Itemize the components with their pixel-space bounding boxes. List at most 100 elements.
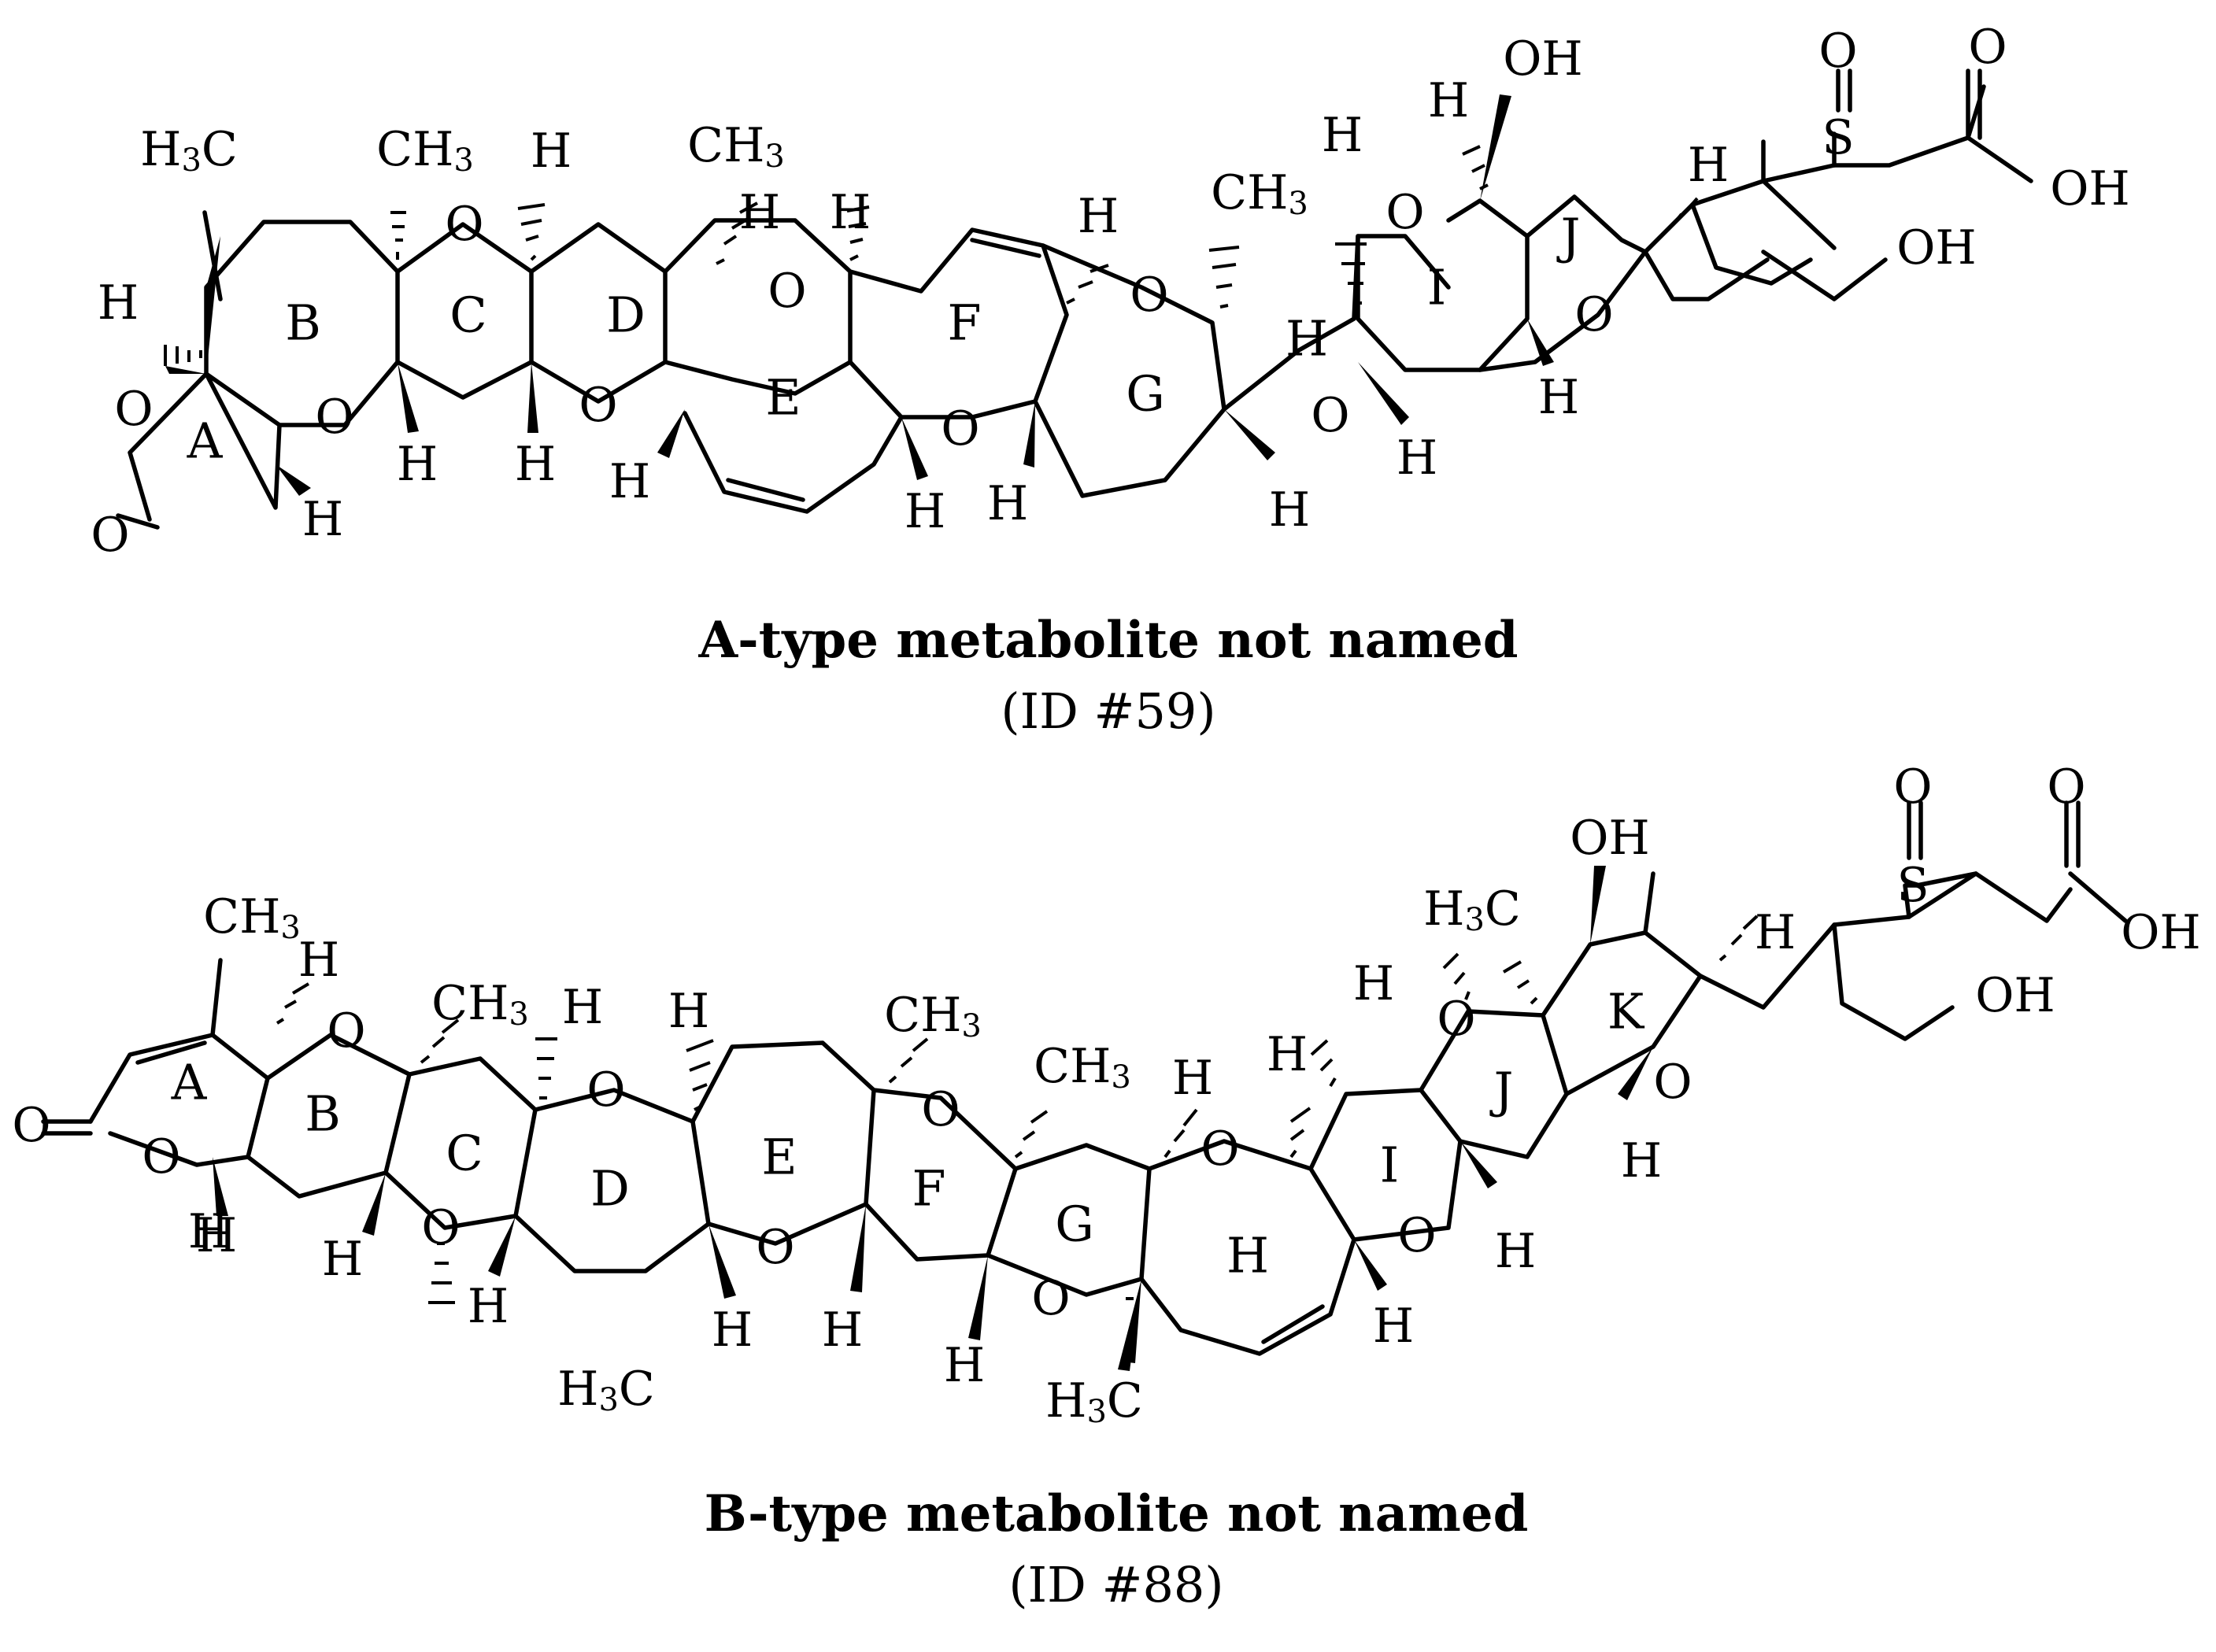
atom-h: H <box>562 980 603 1035</box>
ring-label: H <box>1226 1227 1269 1284</box>
ring-label: J <box>1556 208 1581 265</box>
stereo-wedge <box>165 366 206 374</box>
stereo-wedge <box>1460 1141 1497 1188</box>
bond <box>1356 198 1530 372</box>
atom-oh: OH <box>1503 31 1583 87</box>
bond <box>1419 1009 1569 1159</box>
atom-h: H <box>944 1338 985 1393</box>
bond <box>663 218 853 396</box>
atom-o: O <box>1574 287 1613 342</box>
stereo-wedge <box>901 417 928 480</box>
bond <box>683 411 904 514</box>
ring-label: E <box>761 1129 797 1186</box>
stereo-wedge <box>1118 1279 1141 1371</box>
atom-h: H <box>1373 1299 1414 1354</box>
bond <box>1525 194 1648 254</box>
atom-o: O <box>1031 1271 1070 1326</box>
atom-h: H <box>1172 1051 1213 1106</box>
bond <box>970 238 1041 258</box>
ring-label: I <box>1427 259 1447 316</box>
stereo-wedge <box>657 409 685 458</box>
atom-o: O <box>142 1129 180 1184</box>
atom-h: H <box>822 1303 863 1358</box>
stereo-hash <box>276 915 1759 1304</box>
bond <box>726 478 805 502</box>
ring-label: A <box>171 1054 208 1111</box>
bond <box>395 222 534 400</box>
stereo-wedge <box>206 236 220 374</box>
atom-o: O <box>941 401 979 456</box>
stereo-wedge <box>1354 1240 1387 1291</box>
atom-o: O <box>1818 24 1857 79</box>
structure-id: (ID #88) <box>1008 1556 1223 1613</box>
stereo-wedge <box>1358 362 1409 425</box>
ring-label: C <box>449 286 486 344</box>
ring-label: D <box>590 1160 630 1218</box>
atom-o: O <box>315 390 353 445</box>
atom-ch3: CH3 <box>1034 1039 1131 1096</box>
atom-h: H <box>322 1232 363 1287</box>
atom-s: S <box>1896 858 1929 913</box>
atom-h: H <box>1495 1224 1536 1279</box>
atom-h: H <box>739 185 780 240</box>
bond <box>246 1033 412 1199</box>
bond <box>135 1040 207 1065</box>
ring-label: B <box>305 1085 341 1143</box>
stereo-wedge <box>1122 1279 1141 1363</box>
stereo-wedge <box>276 464 311 496</box>
ring-label: J <box>1489 1062 1514 1119</box>
bond <box>128 371 282 522</box>
atom-o: O <box>421 1200 460 1255</box>
stereo-wedge <box>527 362 538 433</box>
atom-h: H <box>987 476 1028 531</box>
atom-o: O <box>1653 1055 1692 1110</box>
atom-h: H <box>468 1279 509 1334</box>
atom-o: O <box>586 1063 625 1118</box>
atom-h: H <box>188 1204 229 1259</box>
ring-label: K <box>1607 983 1645 1040</box>
atom-h: H <box>531 124 572 179</box>
atom-h: H <box>1078 189 1119 244</box>
atom-h: H <box>1267 1027 1308 1082</box>
bond <box>2068 871 2128 923</box>
atom-h: H <box>609 454 650 509</box>
atom-h: H <box>1428 73 1469 128</box>
stereo-wedge <box>850 1204 866 1292</box>
atom-s: S <box>1822 110 1854 165</box>
atom-o: O <box>91 508 129 563</box>
bond <box>1832 257 1888 301</box>
atom-ch3: CH3 <box>376 122 474 179</box>
atom-oh: OH <box>1896 220 1977 275</box>
atom-o: O <box>756 1220 794 1275</box>
bond <box>1139 1139 1356 1356</box>
ring-label: G <box>1055 1196 1094 1253</box>
atom-h: H <box>905 484 945 539</box>
structure-title: A-type metabolite not named <box>697 611 1518 670</box>
structure-id: (ID #59) <box>1001 682 1215 740</box>
atom-h: H <box>1322 108 1363 163</box>
ring-label: I <box>1380 1136 1400 1194</box>
bond <box>1832 922 1955 1041</box>
atom-h: H <box>1538 370 1579 425</box>
stereo-wedge <box>213 1157 228 1216</box>
atom-h3c: H3C <box>1423 881 1521 938</box>
ring-labels: A B C D E F G H I J <box>187 208 1581 470</box>
stereo-wedge <box>398 362 419 433</box>
stereo-wedge <box>1224 409 1275 460</box>
atom-h: H <box>1397 431 1437 486</box>
atom-o: O <box>1397 1208 1436 1263</box>
stereo-wedge <box>1480 94 1511 201</box>
atom-labels: O O O O O O O O O O O O O S OH OH OH H H… <box>91 20 2129 563</box>
ring-label: A <box>187 412 224 470</box>
atom-ch3: CH3 <box>884 988 982 1044</box>
atom-o: O <box>768 264 806 319</box>
ring-label: D <box>606 286 646 344</box>
stereo-wedge <box>488 1216 516 1277</box>
atom-o: O <box>1385 185 1424 240</box>
bond <box>864 1088 1018 1262</box>
atom-h: H <box>397 437 438 492</box>
bond <box>1698 871 1978 1010</box>
atom-h: H <box>830 185 871 240</box>
bond <box>986 1143 1152 1297</box>
